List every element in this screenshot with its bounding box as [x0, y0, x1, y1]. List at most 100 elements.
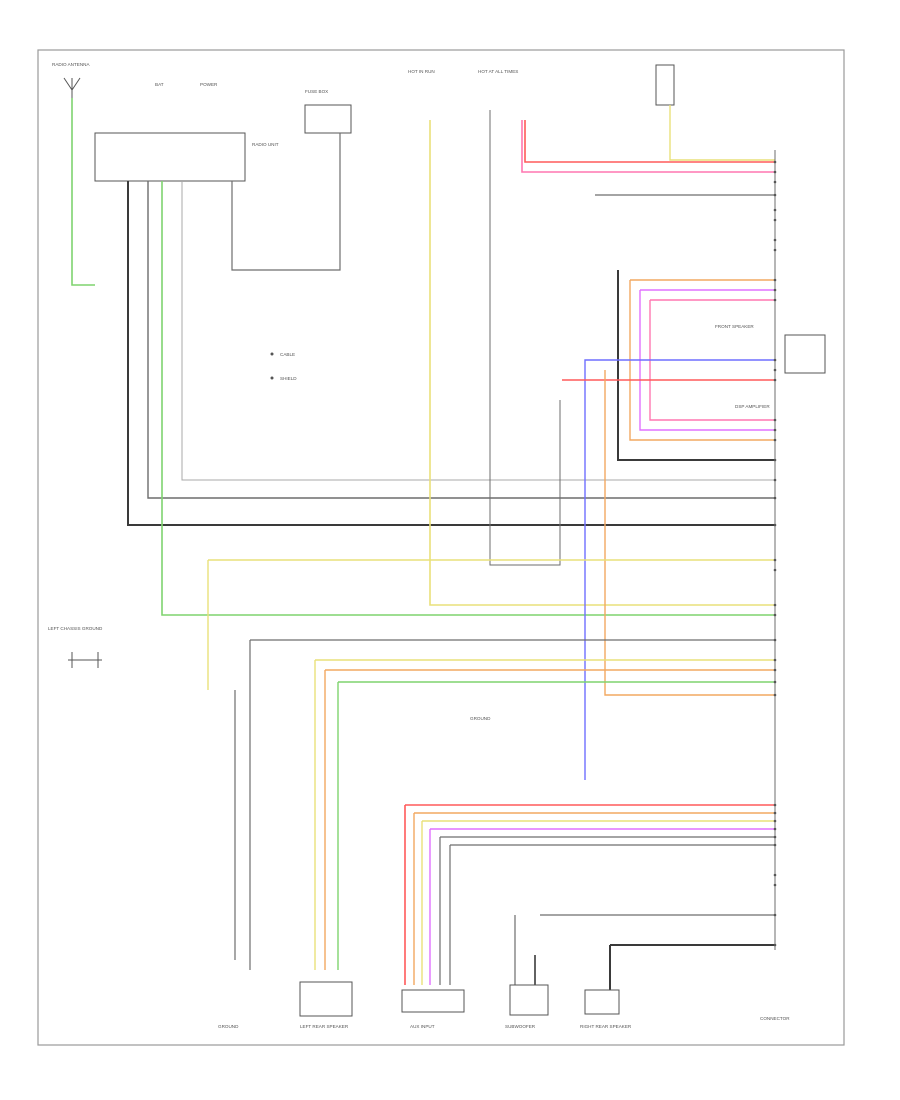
radio-unit-box — [94, 132, 246, 182]
connector-pin-21 — [773, 558, 777, 562]
wire-green-antenna — [71, 98, 95, 286]
wire-gray-loop — [231, 133, 341, 271]
connector-pin-29 — [773, 693, 777, 697]
connector-pin-38 — [773, 913, 777, 917]
wire-gray-long-1 — [181, 181, 775, 481]
wire-orange-bottom — [413, 812, 775, 985]
connector-pin-31 — [773, 811, 777, 815]
ground-near-label: GROUND — [218, 1024, 239, 1029]
hot-all-label: HOT AT ALL TIMES — [478, 69, 518, 74]
legend-a-text: CABLE — [280, 352, 295, 357]
wire-dark-bus-right — [617, 270, 775, 461]
wire-group — [71, 98, 777, 990]
wire-gray-mid — [489, 110, 561, 566]
wire-gray-sub — [514, 914, 775, 985]
wire-dark-main-2 — [147, 181, 775, 499]
connector-pin-14 — [773, 418, 777, 422]
left-rear-speaker-label: LEFT REAR SPEAKER — [300, 1024, 349, 1029]
aux-input-label: AUX INPUT — [410, 1024, 435, 1029]
connector-pin-35 — [773, 843, 777, 847]
connector-pin-17 — [773, 458, 777, 462]
left-rear-speaker-box — [299, 981, 353, 1017]
connector-pin-28 — [773, 680, 777, 684]
wire-pink-top — [521, 120, 775, 173]
connector-pin-22 — [773, 568, 777, 572]
aux-input-box — [401, 989, 465, 1013]
connector-pin-30 — [773, 803, 777, 807]
connector-pin-3 — [773, 193, 777, 197]
ground-point-label: GROUND — [470, 716, 491, 721]
wire-magenta-bottom — [429, 828, 775, 985]
dsp-amp-label: DSP AMPLIFIER — [735, 404, 770, 409]
connector-pin-8 — [773, 278, 777, 282]
connector-pin-11 — [773, 358, 777, 362]
wire-gray-bottom-1 — [439, 836, 775, 985]
left-switch-icon — [68, 652, 102, 668]
connector-pin-32 — [773, 819, 777, 823]
legend-dot-b — [270, 376, 274, 380]
connector-pin-27 — [773, 668, 777, 672]
connector-pin-34 — [773, 835, 777, 839]
connector-pin-15 — [773, 428, 777, 432]
wire-dark-main-1 — [127, 181, 775, 526]
wire-orange-mid — [604, 370, 775, 696]
wire-gray-bottom-2 — [449, 844, 775, 985]
wire-red-top — [524, 120, 775, 163]
right-rear-speaker-box — [584, 989, 620, 1015]
subwoofer-label: SUBWOOFER — [505, 1024, 536, 1029]
left-chassis-label: LEFT CHASSIS GROUND — [48, 626, 103, 631]
wire-orange-lower — [324, 669, 775, 970]
front-speaker-label: FRONT SPEAKER — [715, 324, 754, 329]
wire-yellow-lower — [314, 659, 775, 970]
wire-yellow-low — [207, 559, 775, 690]
connector-pin-19 — [773, 496, 777, 500]
connector-pin-25 — [773, 638, 777, 642]
connector-pin-6 — [773, 238, 777, 242]
antenna-icon — [63, 77, 81, 98]
connector-pin-37 — [773, 883, 777, 887]
connector-pin-36 — [773, 873, 777, 877]
wire-yellow-bottom — [421, 820, 775, 985]
connector-pin-33 — [773, 827, 777, 831]
legend-b-text: SHIELD — [280, 376, 297, 381]
bat-label: BAT — [155, 82, 164, 87]
wire-green-long — [161, 181, 775, 616]
wire-magenta-right — [639, 289, 775, 431]
fuse-box-top-label: FUSE BOX — [305, 89, 328, 94]
legend-dot-a — [270, 352, 274, 356]
wire-red-bottom — [404, 804, 775, 985]
wire-yellow-run — [429, 120, 775, 606]
connector-pin-26 — [773, 658, 777, 662]
wire-orange-right — [629, 279, 775, 441]
connector-pin-2 — [773, 180, 777, 184]
wire-gray-ground — [249, 639, 775, 970]
diagram-frame — [37, 49, 845, 1046]
connector-pin-4 — [773, 208, 777, 212]
connector-pin-20 — [773, 523, 777, 527]
hot-run-label: HOT IN RUN — [408, 69, 435, 74]
connector-pin-13 — [773, 378, 777, 382]
connector-pin-16 — [773, 438, 777, 442]
connector-pin-7 — [773, 248, 777, 252]
connector-pin-1 — [773, 170, 777, 174]
connector-pin-5 — [773, 218, 777, 222]
antenna-label: RADIO ANTENNA — [52, 62, 90, 67]
connector-pin-9 — [773, 288, 777, 292]
subwoofer-box — [509, 984, 549, 1016]
connector-pin-12 — [773, 368, 777, 372]
wire-yellow-top — [669, 105, 775, 161]
power-label: POWER — [200, 82, 218, 87]
connector-pin-10 — [773, 298, 777, 302]
connector-pin-18 — [773, 478, 777, 482]
right-rear-speaker-label: RIGHT REAR SPEAKER — [580, 1024, 632, 1029]
connector-pin-39 — [773, 943, 777, 947]
bottom-connector-label: CONNECTOR — [760, 1016, 790, 1021]
right-module-box — [784, 334, 826, 374]
top-right-component — [655, 64, 675, 106]
wire-green-lower — [337, 681, 775, 970]
wire-pink-right — [649, 299, 775, 421]
wire-blue-loop — [584, 359, 775, 780]
wire-dark-sub — [609, 944, 775, 990]
connector-pin-23 — [773, 603, 777, 607]
